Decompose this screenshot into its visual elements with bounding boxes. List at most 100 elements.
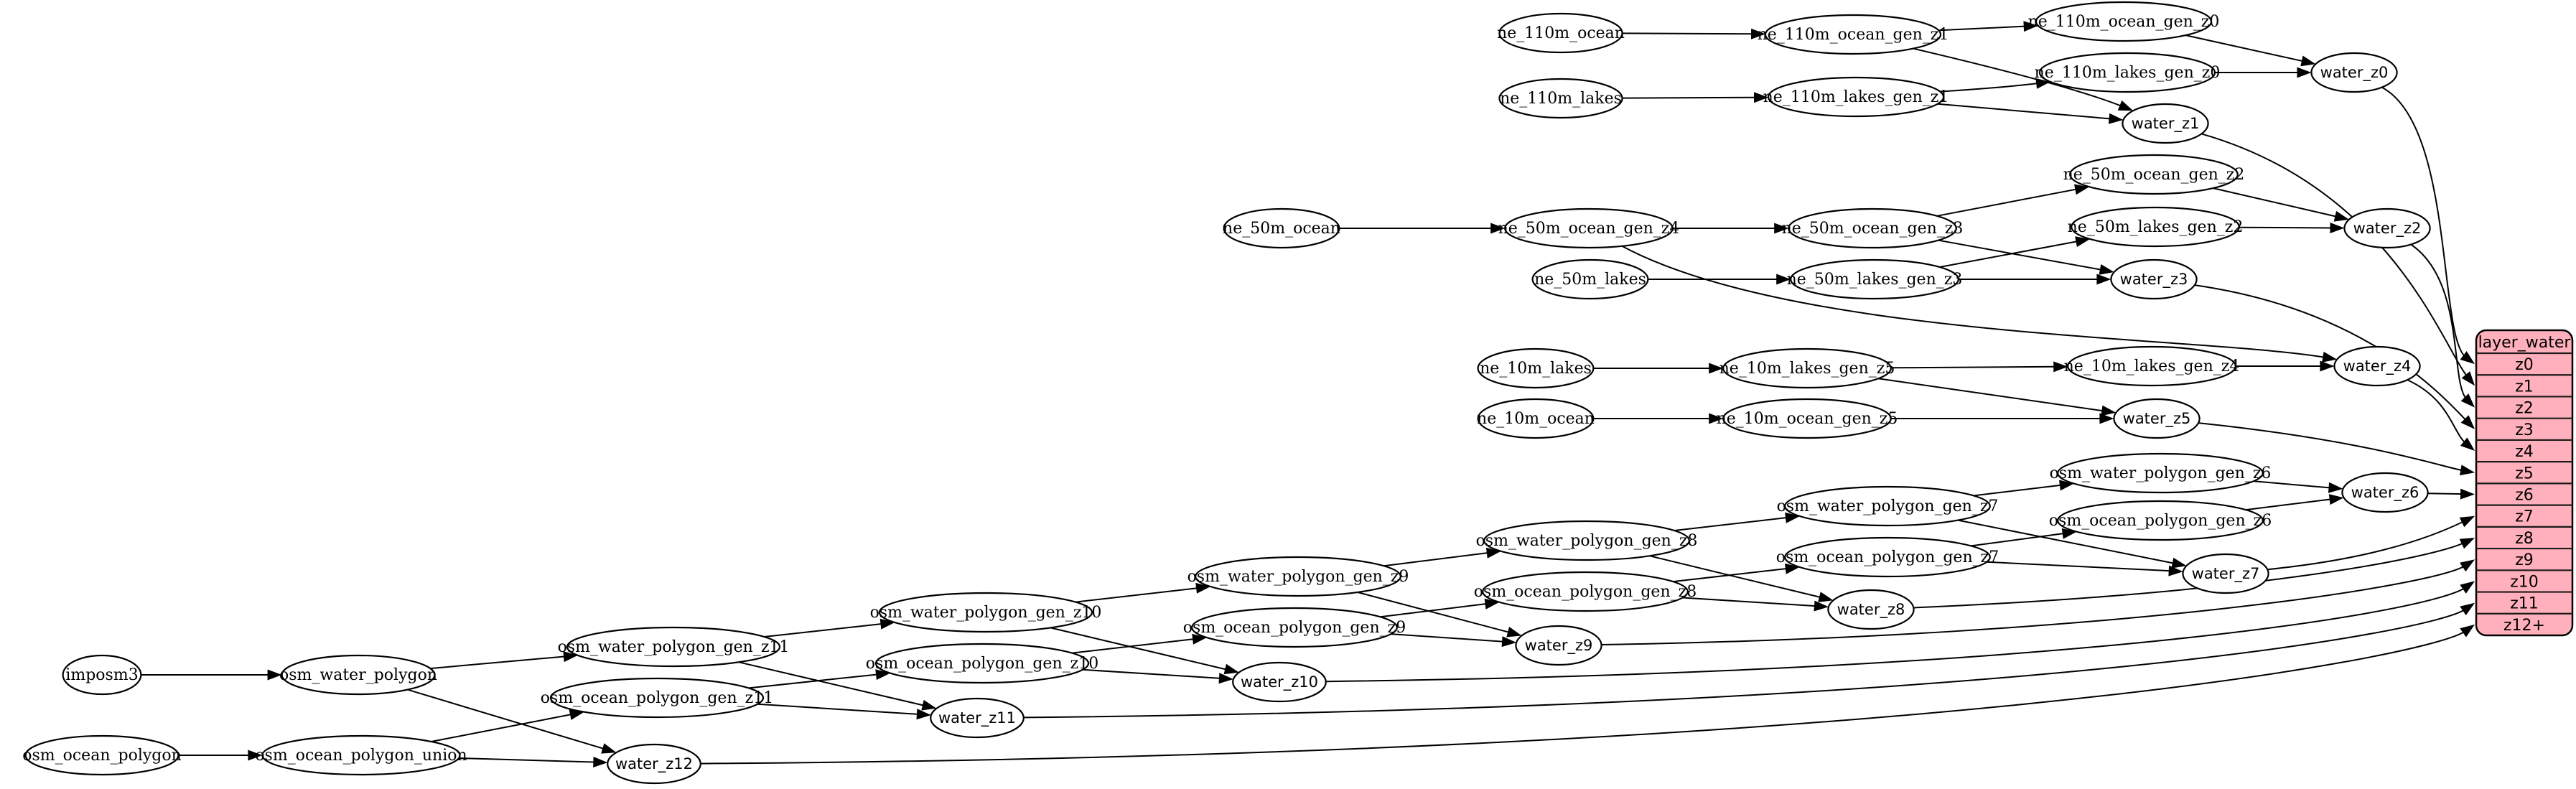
arrowhead [1814,600,1829,612]
arrowhead [2460,581,2475,594]
edge-ne_10m_lakes_gen_z5-to-ne_10m_lakes_gen_z4 [1890,365,2057,369]
arrowhead [2096,274,2111,285]
node-osm_water_polygon_gen_z8: osm_water_polygon_gen_z8 [1476,520,1697,561]
arrowhead [2168,565,2183,576]
node-ne_110m_lakes: ne_110m_lakes [1498,78,1623,119]
edge-water_z9-to-row-z9 [1601,565,2466,645]
arrowhead [1785,563,1800,574]
edge-water_z8-to-row-z8 [1913,541,2465,609]
edge-water_z5-to-row-z5 [2198,422,2464,472]
arrowhead [2460,602,2475,616]
node-label: osm_water_polygon_gen_z11 [558,638,790,656]
node-label: ne_50m_ocean_gen_z3 [1782,220,1964,238]
node-osm_ocean_polygon_gen_z9: osm_ocean_polygon_gen_z9 [1183,607,1406,648]
node-osm_water_polygon_gen_z9: osm_water_polygon_gen_z9 [1187,556,1409,597]
edge-osm_ocean_polygon_union-to-water_z12 [459,757,597,763]
edge-osm_water_polygon_gen_z7-to-water_z7 [1958,519,2175,564]
node-label: osm_ocean_polygon_gen_z11 [541,689,773,707]
node-water_z11: water_z11 [930,697,1025,739]
arrowhead [2328,494,2344,505]
edge-osm_water_polygon_gen_z10-to-water_z10 [1050,627,1228,671]
record-title: layer_water [2478,334,2572,352]
node-label: water_z5 [2123,410,2191,428]
node-label: osm_ocean_polygon_gen_z6 [2049,512,2272,530]
edge-osm_ocean_polygon_gen_z9-to-water_z9 [1391,633,1506,643]
record-row-z11: z11 [2510,595,2539,613]
arrowhead [2461,371,2475,386]
node-label: osm_ocean_polygon [22,747,182,765]
edge-osm_ocean_polygon_gen_z8-to-osm_ocean_polygon_gen_z7 [1673,567,1788,583]
node-ne_10m_lakes_gen_z5: ne_10m_lakes_gen_z5 [1719,347,1895,389]
edge-ne_50m_ocean_gen_z3-to-ne_50m_ocean_gen_z2 [1936,188,2078,217]
edge-osm_ocean_polygon_gen_z11-to-osm_ocean_polygon_gen_z10 [748,673,879,689]
node-label: ne_10m_ocean_gen_z5 [1717,410,1898,428]
node-label: ne_50m_lakes_gen_z3 [1787,271,1963,289]
node-ne_50m_ocean_gen_z3: ne_50m_ocean_gen_z3 [1782,207,1964,249]
edge-water_z11-to-row-z11 [1023,608,2466,719]
node-label: water_z9 [1525,637,1593,655]
record-row-z6: z6 [2515,487,2534,505]
edge-ne_110m_ocean_gen_z0-to-water_z0 [2185,34,2305,62]
arrowhead [2108,113,2124,124]
arrowhead [2322,351,2338,363]
edge-water_z2-to-row-z2 [2410,243,2468,400]
arrowhead [2099,264,2114,275]
edge-osm_ocean_polygon_gen_z10-to-osm_ocean_polygon_gen_z9 [1072,638,1196,654]
record-row-z7: z7 [2515,508,2534,526]
node-label: ne_110m_lakes_gen_z1 [1763,88,1949,106]
node-ne_10m_ocean: ne_10m_ocean [1477,398,1595,439]
edge-osm_water_polygon_gen_z8-to-water_z8 [1649,555,1823,599]
edge-water_z12-to-row-z12plus [700,630,2466,765]
node-water_z9: water_z9 [1515,625,1602,666]
node-osm_ocean_polygon: osm_ocean_polygon [22,734,182,776]
node-osm_ocean_polygon_gen_z7: osm_ocean_polygon_gen_z7 [1776,536,1999,578]
record-row-z12plus: z12+ [2503,617,2545,635]
record-row-z5: z5 [2515,464,2534,482]
edge-osm_water_polygon_gen_z8-to-osm_water_polygon_gen_z7 [1674,516,1789,531]
node-label: water_z8 [1837,601,1905,619]
edge-ne_110m_lakes_gen_z1-to-water_z1 [1937,103,2112,120]
arrowhead [2053,361,2068,373]
node-ne_50m_lakes_gen_z2: ne_50m_lakes_gen_z2 [2068,206,2243,248]
record-row-z3: z3 [2515,421,2534,439]
edge-water_z4-to-row-z4 [2407,379,2467,444]
node-label: osm_ocean_polygon_gen_z9 [1183,619,1406,637]
edge-osm_water_polygon_gen_z9-to-osm_water_polygon_gen_z8 [1383,551,1490,567]
node-label: ne_10m_lakes_gen_z4 [2064,358,2240,375]
arrowhead [879,618,895,630]
edge-osm_ocean_polygon_gen_z10-to-water_z10 [1082,668,1223,679]
node-ne_110m_lakes_gen_z0: ne_110m_lakes_gen_z0 [2035,52,2220,93]
node-osm_ocean_polygon_gen_z6: osm_ocean_polygon_gen_z6 [2049,500,2272,541]
edge-osm_ocean_polygon_gen_z11-to-water_z11 [757,703,920,715]
node-ne_50m_ocean_gen_z2: ne_50m_ocean_gen_z2 [2063,154,2245,195]
arrowhead [1709,363,1724,374]
node-ne_110m_ocean_gen_z1: ne_110m_ocean_gen_z1 [1758,14,1949,55]
node-label: water_z11 [938,709,1016,727]
arrowhead [2459,538,2475,549]
node-ne_50m_lakes: ne_50m_lakes [1531,258,1649,300]
arrowhead [2099,413,2114,424]
node-label: ne_50m_ocean [1223,220,1340,238]
node-label: ne_110m_ocean_gen_z0 [2028,13,2220,31]
arrowhead [1192,633,1207,645]
node-water_z3: water_z3 [2110,258,2198,300]
edge-osm_water_polygon-to-water_z12 [407,688,606,750]
arrowhead [2171,557,2187,569]
arrowhead [593,757,608,767]
node-ne_110m_ocean: ne_110m_ocean [1497,12,1625,54]
arrowhead [2459,515,2475,528]
edge-ne_110m_ocean_gen_z1-to-water_z1 [1913,47,2123,108]
node-label: ne_50m_ocean_gen_z2 [2063,166,2245,184]
edge-ne_50m_ocean_gen_z4-to-water_z4 [1621,245,2326,358]
arrowhead [2300,55,2316,67]
node-ne_110m_ocean_gen_z0: ne_110m_ocean_gen_z0 [2028,1,2220,42]
record-row-z1: z1 [2515,378,2534,396]
node-label: osm_ocean_polygon_gen_z8 [1474,583,1697,601]
arrowhead [2333,210,2349,222]
node-ne_10m_lakes_gen_z4: ne_10m_lakes_gen_z4 [2064,345,2240,387]
edge-osm_water_polygon_gen_z10-to-osm_water_polygon_gen_z9 [1075,587,1200,603]
node-label: osm_water_polygon_gen_z10 [870,604,1102,622]
record-row-z2: z2 [2515,400,2534,418]
arrowhead [1709,413,1724,424]
